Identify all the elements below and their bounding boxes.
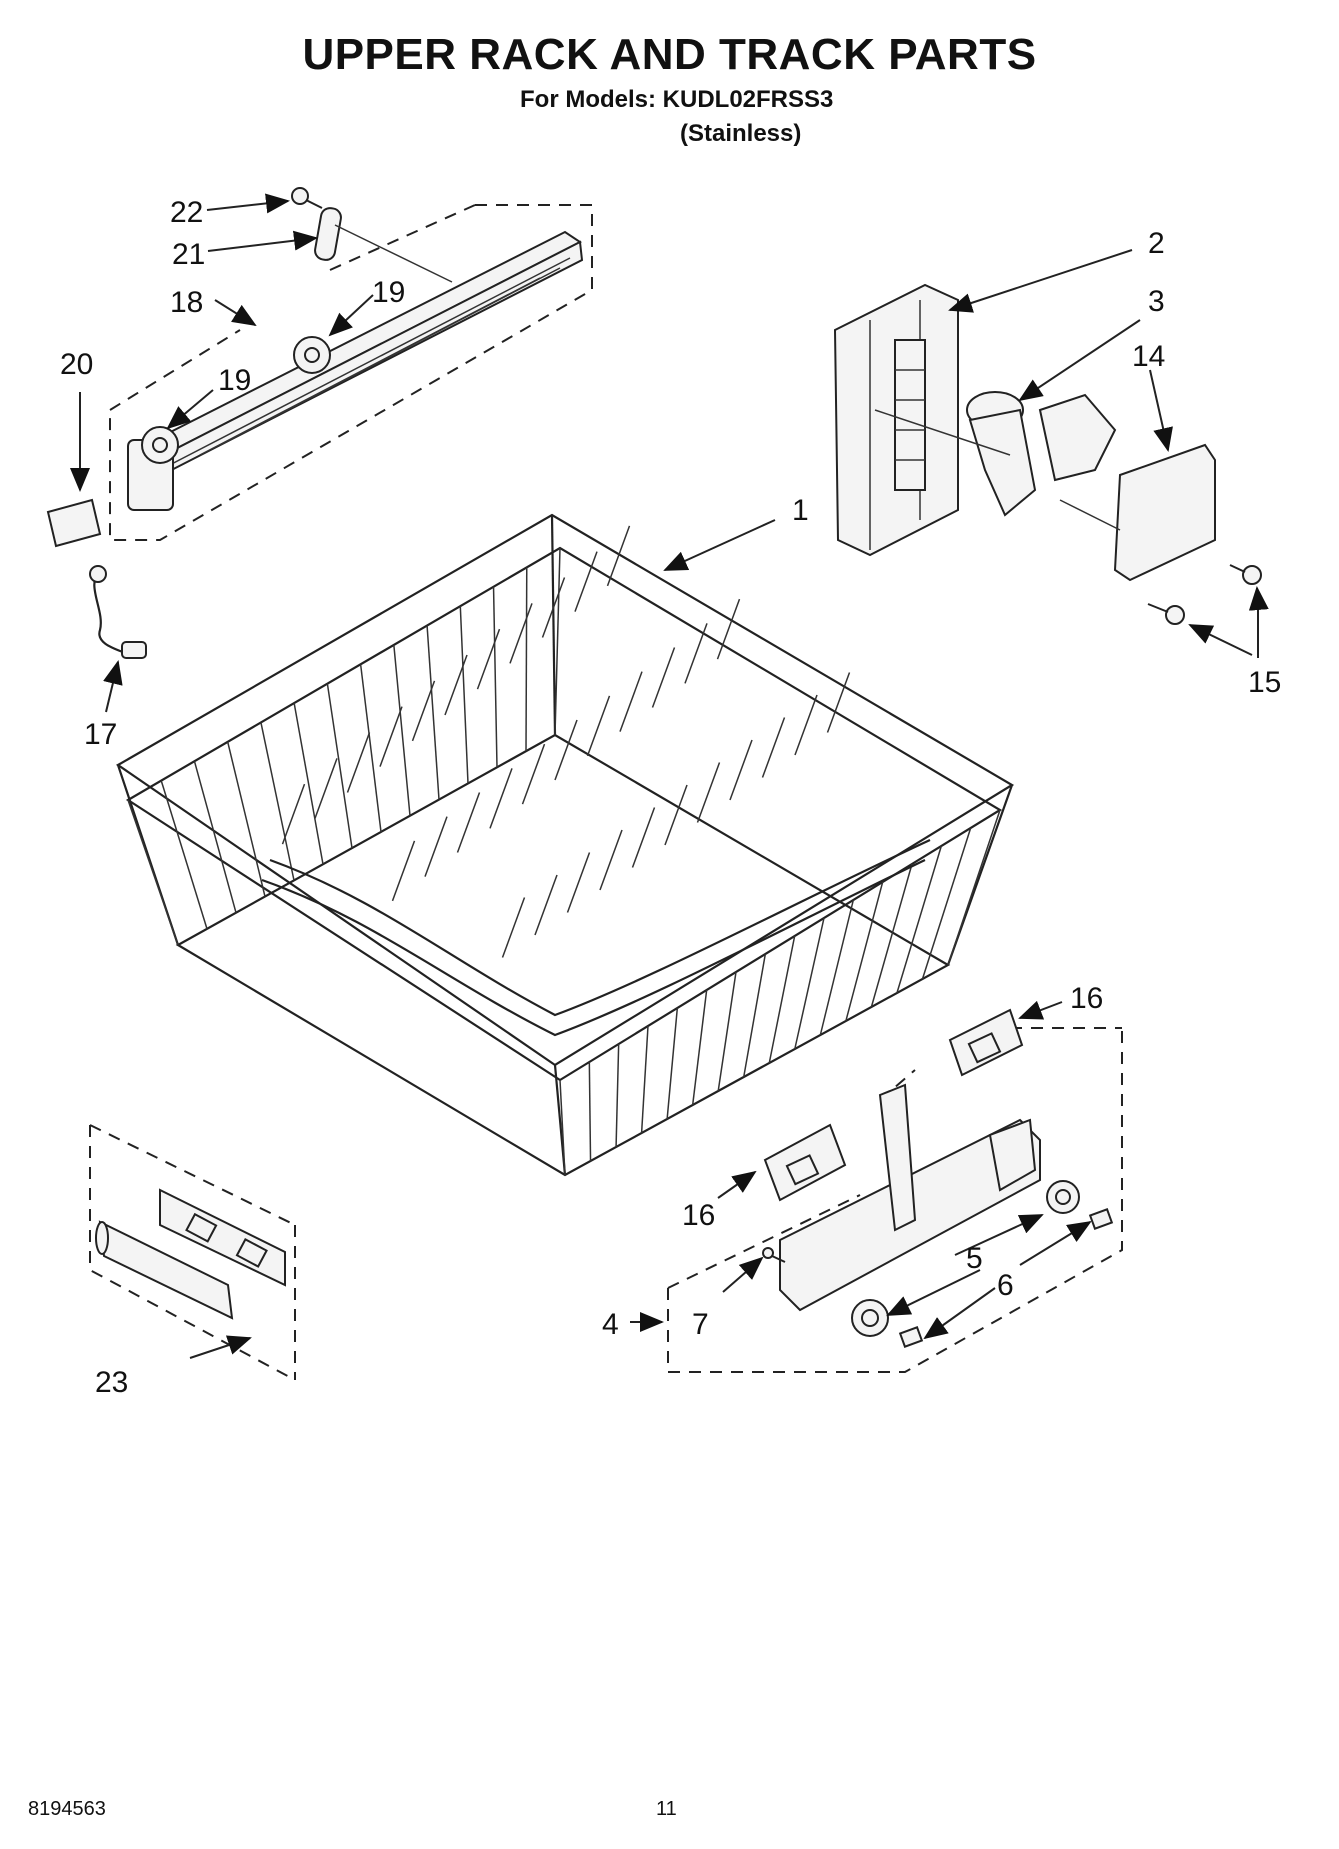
rack-tine [845,881,884,1022]
rack-tine [729,739,753,801]
rack-tine [666,1007,679,1120]
rack-tine [193,761,237,913]
rack-tine [426,625,440,800]
wheel-carrier-assembly [667,1008,1123,1373]
document-number: 8194563 [28,1798,106,1820]
rack-tine [293,702,324,865]
rack-bumper-group [89,1124,296,1381]
rack-tine [761,717,786,778]
callout-22: 22 [170,196,203,229]
rack-tine [574,551,598,612]
rack-tine [476,628,501,690]
rack-tine [794,917,825,1050]
callout-15: 15 [1248,666,1281,699]
rack-tine [411,680,436,742]
rack-tine [947,809,1001,966]
callout-7: 7 [692,1308,709,1341]
callout-16-upper: 16 [1070,982,1103,1015]
rack-tine [160,780,208,930]
rack-tine [615,1043,620,1148]
callout-1: 1 [792,494,809,527]
rack-tine [260,722,295,881]
rack-adjuster-assembly [833,283,1262,625]
rack-tine [586,695,611,757]
rack-tine [696,762,721,823]
rack-tine [717,971,737,1092]
rack-tine [870,863,913,1008]
rack-tine [921,827,972,980]
rack-tine [716,598,741,660]
rack-tine [554,719,578,781]
rack-tine [631,807,656,868]
callout-leaders [70,193,1269,1359]
rack-tine [226,741,266,897]
rack-tine [501,897,526,958]
rack-tine [391,840,416,902]
rack-tine [541,577,566,638]
rack-tine [664,784,688,846]
callout-18: 18 [170,286,203,319]
rack-tine [127,799,179,946]
rack-tine [742,953,767,1078]
rack-tine [281,783,306,845]
callout-2: 2 [1148,227,1165,260]
page-title: UPPER RACK AND TRACK PARTS [302,30,1037,79]
callout-5: 5 [966,1242,983,1275]
rack-tine [444,654,468,716]
rack-tine [525,567,528,752]
rack-tine [314,758,338,819]
rack-tine [456,792,481,853]
callout-23: 23 [95,1366,128,1399]
rack-tine [794,694,818,756]
rack-tine [606,525,631,587]
callout-17: 17 [84,718,117,751]
callout-6: 6 [997,1269,1014,1302]
callout-4: 4 [602,1308,619,1341]
models-line: For Models: KUDL02FRSS3 [520,86,834,113]
callout-21: 21 [172,238,205,271]
rack-tine [768,935,796,1064]
rack-tine [588,1061,592,1162]
upper-rack [115,513,1015,1177]
rack-tine [651,647,676,708]
rack-tine [566,852,591,913]
rack-tine [346,732,371,793]
rack-clip-part [89,565,147,659]
page-number: 11 [656,1798,677,1820]
rack-tine [379,706,403,767]
rack-tine [424,816,448,877]
rack-tine [521,743,546,805]
rack-tine [559,1079,566,1176]
rack-tine [826,672,851,733]
finish-line: (Stainless) [680,120,802,147]
rack-tine [459,606,469,784]
rack-tine [393,644,411,816]
callout-19-lower: 19 [218,364,251,397]
callout-19-upper: 19 [372,276,405,309]
rack-tine [599,829,623,891]
rack-tine [819,899,855,1036]
rack-tine [640,1025,649,1134]
rack-tine [492,586,498,768]
rack-tine [691,989,708,1106]
callout-16-lower: 16 [682,1199,715,1232]
callout-14: 14 [1132,340,1165,373]
rack-tine [489,768,513,829]
rack-tine [896,845,943,994]
rack-tine [359,664,382,833]
track-assembly [46,187,593,548]
callout-3: 3 [1148,285,1165,318]
rack-tine [326,683,353,849]
rack-tine [534,874,558,936]
rack-tine [554,547,561,736]
rack-tine [684,623,708,684]
callout-20: 20 [60,348,93,381]
rack-tine [509,603,533,664]
rack-tine [619,671,643,732]
